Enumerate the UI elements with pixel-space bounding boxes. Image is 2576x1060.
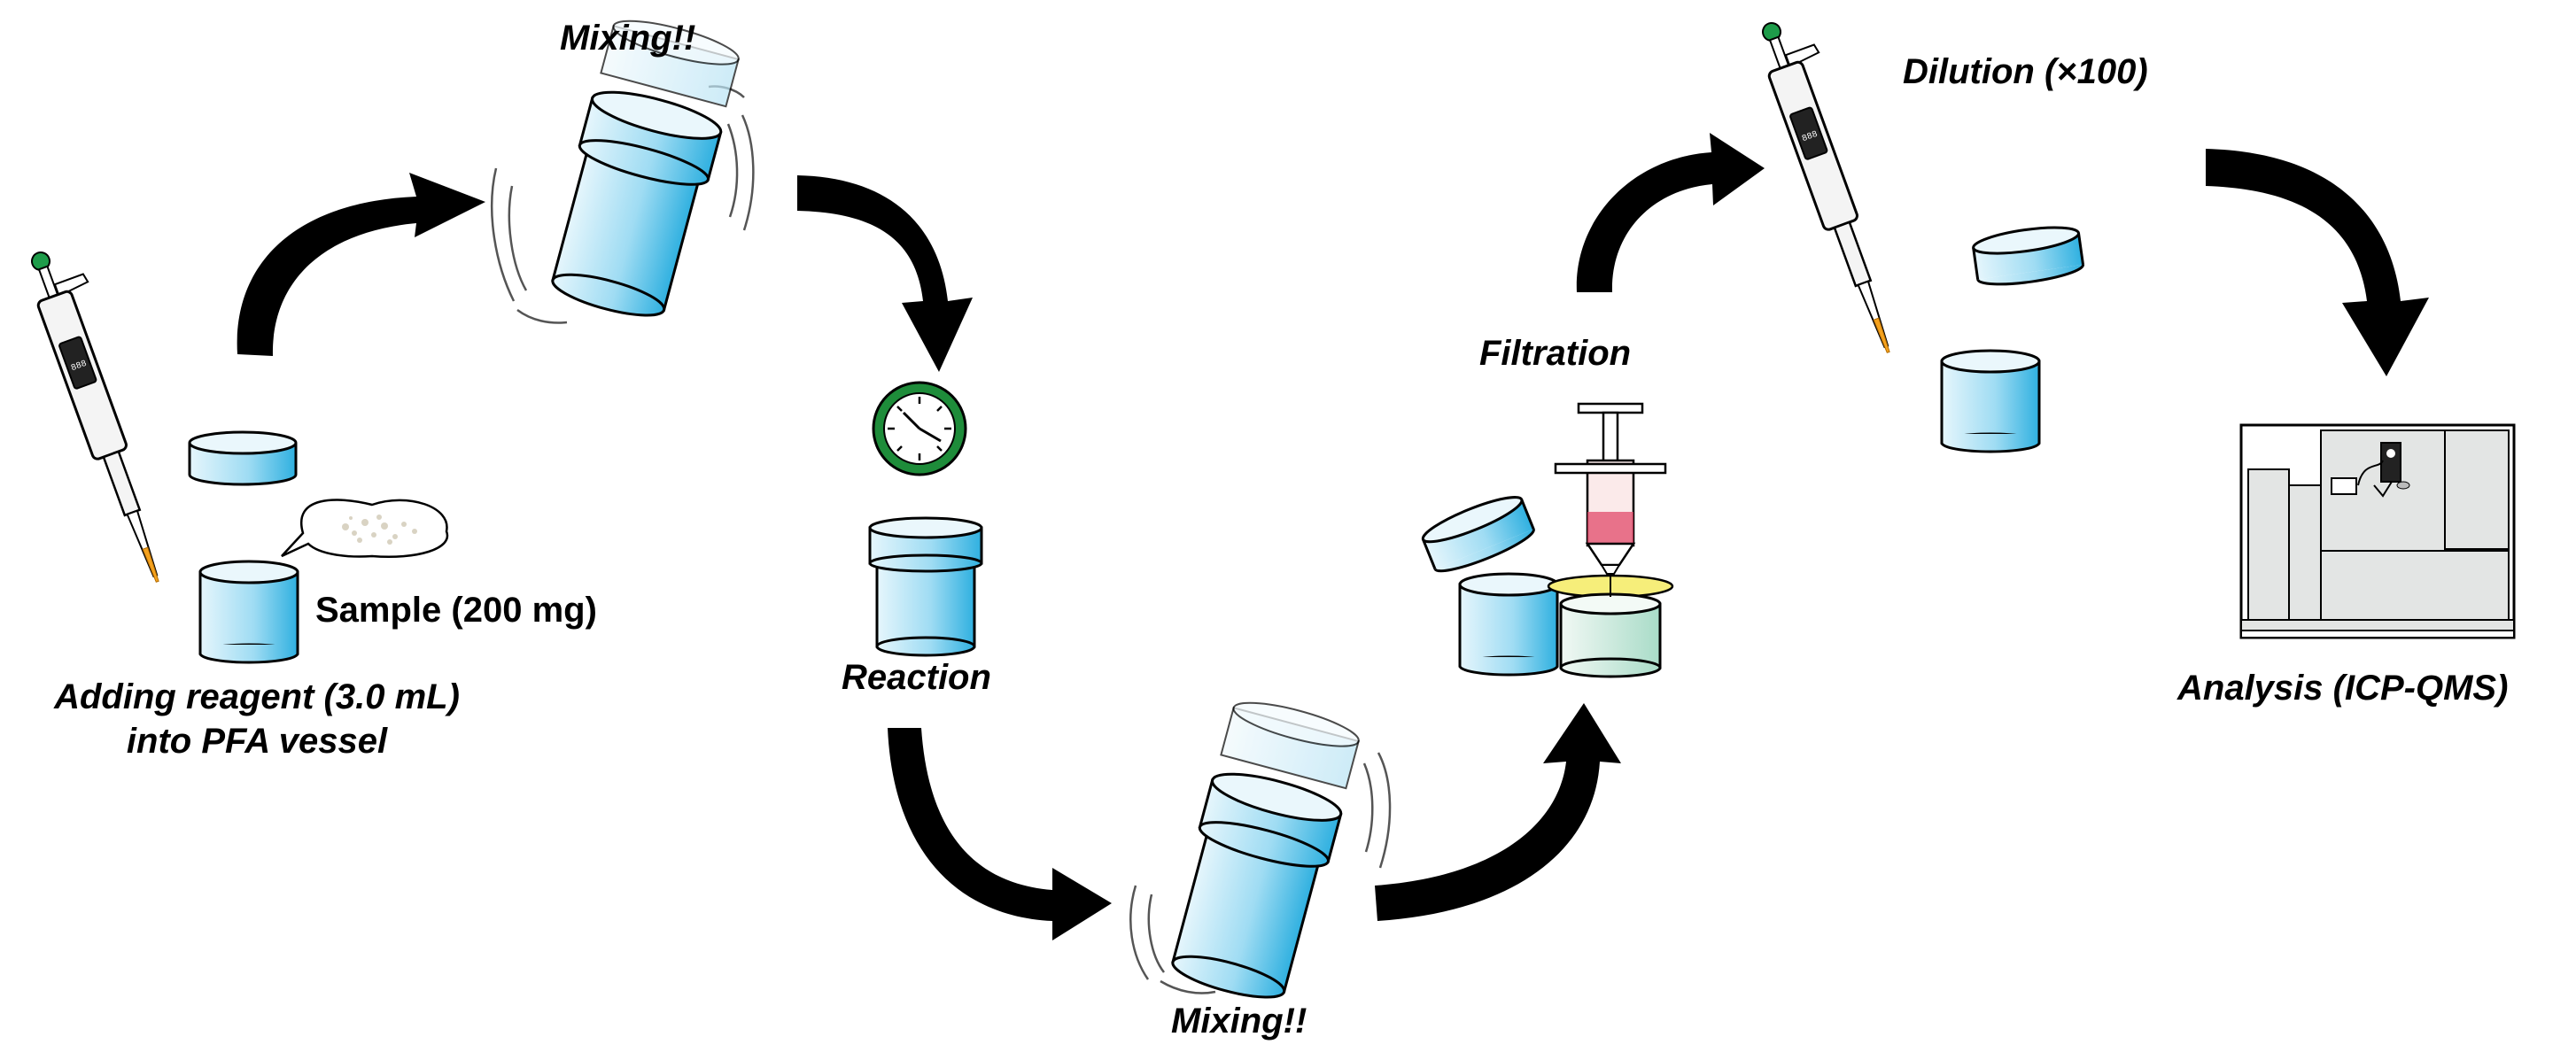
receiving-vessel-icon — [1559, 574, 1662, 678]
vessel-icon — [1940, 349, 2041, 453]
arrow-6 — [2206, 149, 2429, 376]
label-mixing-bottom: Mixing!! — [1171, 1002, 1307, 1041]
arrow-2 — [797, 175, 973, 372]
flow-arrows — [237, 133, 2429, 940]
closed-vessel-icon — [1171, 701, 1360, 999]
vessel-lid-icon — [188, 430, 298, 486]
closed-vessel-icon — [551, 19, 740, 317]
label-sample: Sample (200 mg) — [315, 591, 597, 630]
vessel-icon — [198, 560, 299, 664]
shake-lines-icon — [1129, 752, 1392, 994]
arrow-4 — [1375, 703, 1621, 921]
pipette-icon — [19, 238, 194, 590]
label-analysis: Analysis (ICP-QMS) — [2177, 669, 2509, 708]
label-reaction: Reaction — [842, 658, 991, 697]
sample-bubble-icon — [281, 499, 449, 558]
step-analysis — [2239, 423, 2516, 639]
step-mixing-top — [491, 19, 755, 324]
closed-vessel-icon — [868, 516, 983, 657]
label-mixing-top: Mixing!! — [560, 19, 696, 58]
label-adding-reagent-line2: into PFA vessel — [126, 722, 388, 761]
vessel-icon — [1458, 572, 1559, 677]
label-dilution: Dilution (×100) — [1903, 52, 2148, 91]
arrow-1 — [237, 173, 485, 356]
clock-icon — [872, 381, 967, 476]
pipette-icon — [1750, 9, 1925, 360]
vessel-lid-icon — [1970, 221, 2086, 290]
icp-qms-instrument-icon — [2239, 423, 2516, 639]
arrow-3 — [888, 728, 1112, 940]
label-filtration: Filtration — [1479, 334, 1632, 373]
vessel-lid-icon — [1417, 488, 1539, 580]
step-reaction — [868, 381, 983, 657]
syringe-icon — [1554, 402, 1667, 575]
arrow-5 — [1576, 133, 1765, 292]
step-filtration — [1417, 402, 1674, 678]
label-adding-reagent-line1: Adding reagent (3.0 mL) — [54, 677, 460, 716]
step-mixing-bottom — [1129, 701, 1392, 999]
step-adding-reagent — [19, 238, 449, 664]
